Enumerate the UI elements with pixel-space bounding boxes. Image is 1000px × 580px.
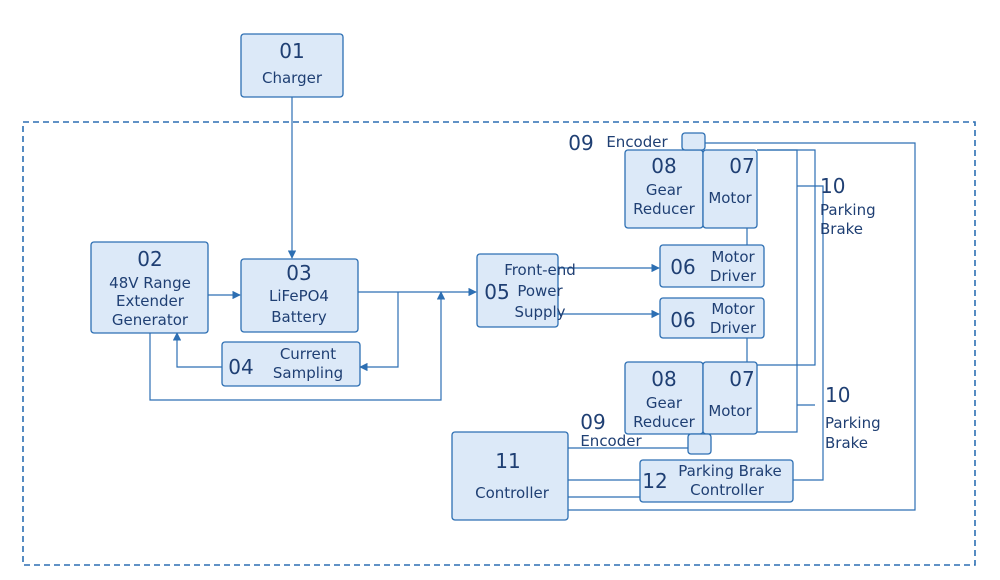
reducer-bottom-line2: Reducer: [633, 413, 695, 431]
encoder-top-block: 09 Encoder: [568, 131, 706, 155]
brake-controller-line2: Controller: [690, 481, 765, 499]
generator-line2: Extender: [116, 292, 185, 310]
driver-bottom-line1: Motor: [711, 300, 755, 318]
brake-controller-line1: Parking Brake: [678, 462, 781, 480]
motor-driver-bottom-block: 06 Motor Driver: [659, 297, 765, 339]
brake-controller-number: 12: [642, 469, 667, 493]
generator-number: 02: [137, 247, 162, 271]
power-supply-block: 05 Front-end Power Supply: [476, 253, 576, 328]
motor-top-label: Motor: [708, 189, 752, 207]
encoder-top-number: 09: [568, 131, 593, 155]
system-boundary: [22, 121, 976, 566]
sampling-line2: Sampling: [273, 364, 343, 382]
parking-brake-controller-block: 12 Parking Brake Controller: [639, 459, 794, 503]
encoder-top-label: Encoder: [606, 133, 668, 151]
driver-bottom-number: 06: [670, 308, 695, 332]
motor-driver-top-block: 06 Motor Driver: [659, 244, 765, 288]
driver-top-line2: Driver: [710, 267, 757, 285]
motor-top-block: 07 Motor: [702, 149, 758, 229]
parking-brake-top-label: 10 Parking Brake: [820, 174, 876, 238]
power-supply-line2: Power: [517, 282, 563, 300]
sampling-line1: Current: [280, 345, 336, 363]
power-supply-line1: Front-end: [504, 261, 576, 279]
generator-line1: 48V Range: [109, 274, 191, 292]
brake-bottom-line2: Brake: [825, 434, 868, 452]
brake-bottom-number: 10: [825, 383, 850, 407]
brake-top-line1: Parking: [820, 201, 876, 219]
motor-top-number: 07: [729, 154, 754, 178]
generator-block: 02 48V Range Extender Generator: [90, 241, 209, 334]
battery-number: 03: [286, 261, 311, 285]
reducer-top-line1: Gear: [646, 181, 683, 199]
brake-top-line2: Brake: [820, 220, 863, 238]
charger-label: Charger: [262, 69, 323, 87]
charger-number: 01: [279, 39, 304, 63]
encoder-bottom-number: 09: [580, 410, 605, 434]
sampling-number: 04: [228, 355, 253, 379]
gear-reducer-top-block: 08 Gear Reducer: [624, 149, 704, 229]
parking-brake-bottom-label: 10 Parking Brake: [825, 383, 881, 452]
reducer-top-line2: Reducer: [633, 200, 695, 218]
motor-bottom-number: 07: [729, 367, 754, 391]
battery-line2: Battery: [271, 308, 327, 326]
encoder-bottom-label: Encoder: [580, 432, 642, 450]
reducer-top-number: 08: [651, 154, 676, 178]
reducer-bottom-line1: Gear: [646, 394, 683, 412]
generator-line3: Generator: [112, 311, 189, 329]
motor-bottom-block: 07 Motor: [702, 361, 758, 435]
power-supply-line3: Supply: [514, 303, 565, 321]
gear-reducer-bottom-block: 08 Gear Reducer: [624, 361, 704, 435]
charger-block: 01 Charger: [240, 33, 344, 98]
controller-block: 11 Controller: [451, 431, 569, 521]
brake-top-number: 10: [820, 174, 845, 198]
power-supply-number: 05: [484, 280, 509, 304]
encoder-bottom-block: 09 Encoder: [580, 410, 712, 455]
controller-label: Controller: [475, 484, 550, 502]
connections: [149, 97, 916, 511]
driver-top-number: 06: [670, 255, 695, 279]
battery-block: 03 LiFePO4 Battery: [240, 258, 359, 333]
brake-bottom-line1: Parking: [825, 414, 881, 432]
current-sampling-block: 04 Current Sampling: [221, 341, 361, 387]
driver-top-line1: Motor: [711, 248, 755, 266]
driver-bottom-line2: Driver: [710, 319, 757, 337]
controller-number: 11: [495, 449, 520, 473]
motor-bottom-label: Motor: [708, 402, 752, 420]
reducer-bottom-number: 08: [651, 367, 676, 391]
battery-line1: LiFePO4: [269, 287, 329, 305]
